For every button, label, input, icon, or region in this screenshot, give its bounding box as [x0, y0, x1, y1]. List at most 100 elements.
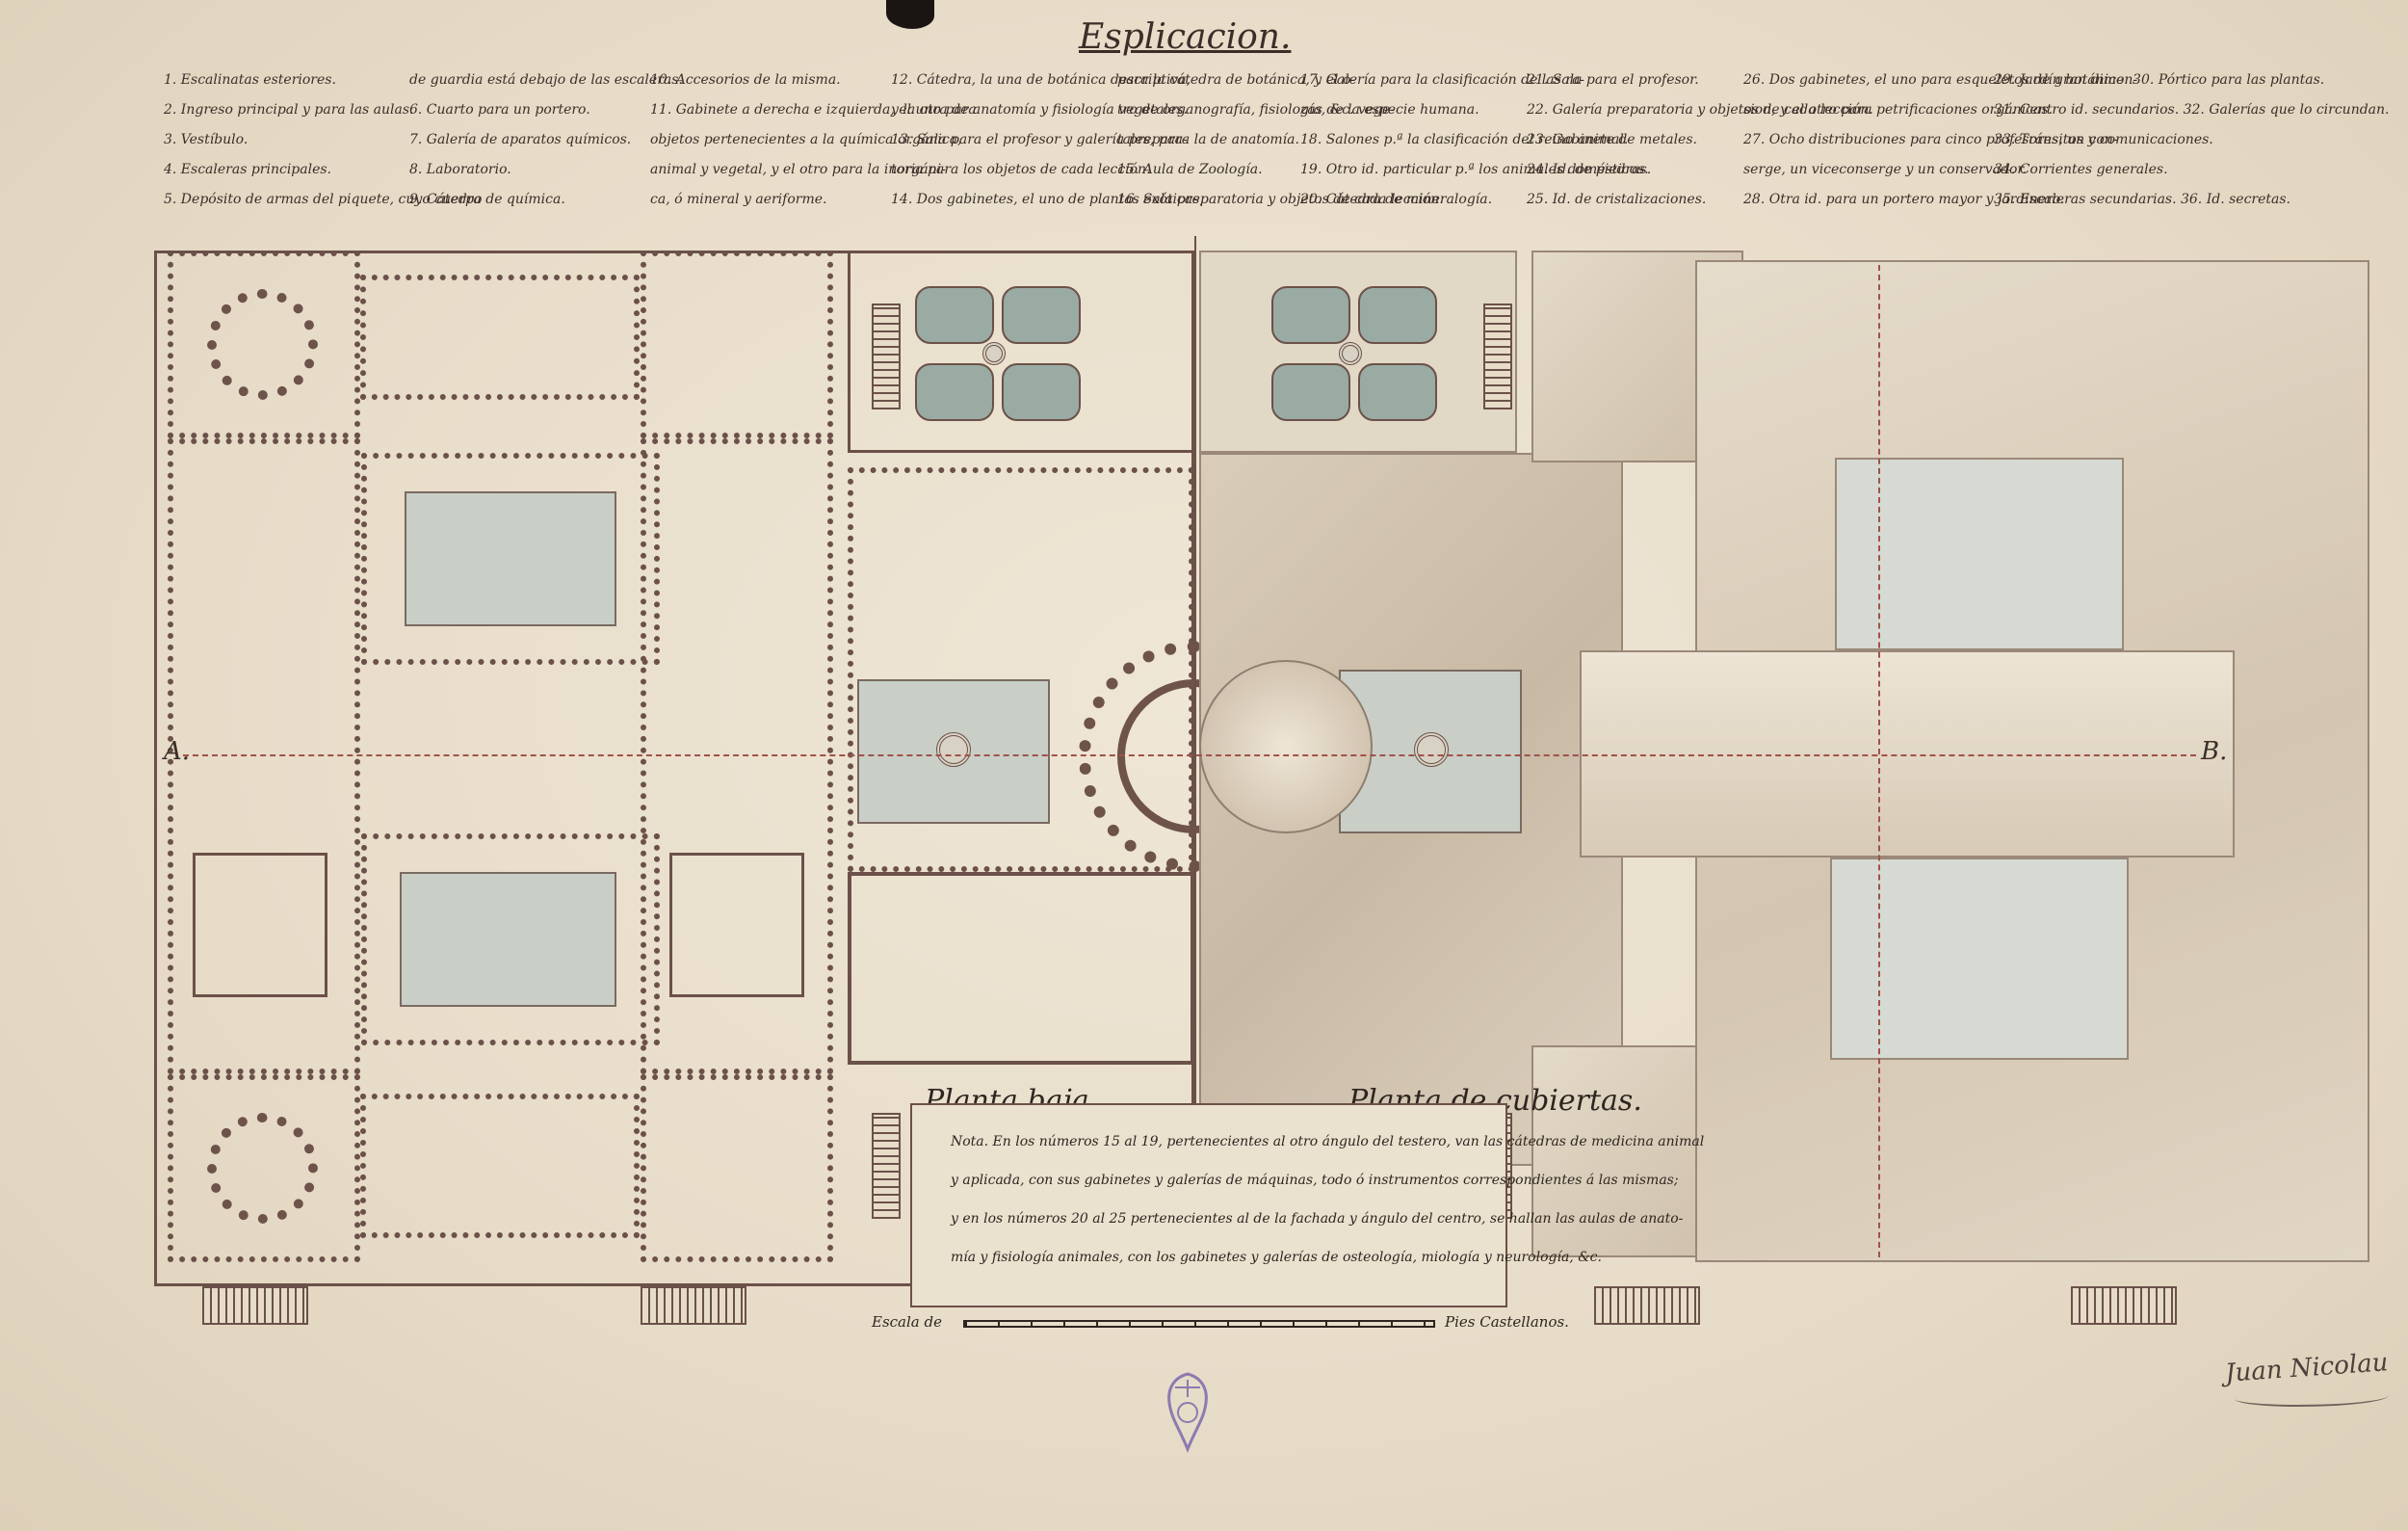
courtyard-lower-gallery	[361, 833, 660, 1045]
room-27-center	[669, 853, 804, 997]
garden-stairs	[872, 304, 901, 409]
north-wing-left	[360, 275, 640, 400]
roof-exterior-stairs-right	[1594, 1286, 1700, 1325]
scale-label-left: Escala de	[872, 1313, 942, 1331]
garden-fountain	[982, 342, 1006, 365]
roof-courtyard-lower	[1830, 858, 2129, 1060]
courtyard-upper	[405, 491, 616, 626]
signature-flourish	[2235, 1387, 2389, 1407]
garden-bed-4	[1002, 363, 1081, 421]
legend-entry: 12. Cátedra, la una de botánica descript…	[891, 72, 1191, 88]
roof-garden-bed-4	[1358, 363, 1437, 421]
note-line-3: y en los números 20 al 25 pertenecientes…	[951, 1211, 1684, 1227]
roof-dome	[1199, 660, 1373, 833]
courtyard-lower	[400, 872, 616, 1007]
crest-stamp	[1167, 1372, 1208, 1453]
corner-block-sw	[168, 1074, 360, 1262]
legend-entry: 34. Corrientes generales.	[1994, 162, 2168, 177]
roof-courtyard-upper	[1835, 458, 2124, 650]
legend-entry: 22. Galería preparatoria y objetos de ca…	[1527, 102, 1873, 118]
west-wing	[168, 438, 360, 1074]
legend-entry: 4. Escaleras principales.	[164, 162, 332, 177]
roof-garden-bed-1	[1271, 286, 1350, 344]
legend-entry: 17. Galería para la clasificación de las…	[1300, 72, 1585, 88]
garden-bed-2	[1002, 286, 1081, 344]
exterior-stairs-left	[202, 1286, 308, 1325]
garden-bed-1	[915, 286, 994, 344]
legend-entry: 3. Vestíbulo.	[164, 132, 249, 147]
axis-label-b: B.	[2201, 737, 2228, 766]
explanation-title: Esplicacion.	[1079, 17, 1292, 57]
legend-entry: 25. Id. de cristalizaciones.	[1527, 192, 1707, 207]
note-line-4: mía y fisiología animales, con los gabin…	[951, 1250, 1602, 1265]
rotunda-room-sw	[207, 1113, 318, 1224]
legend-entry: 18. Salones p.ª la clasificación del rei…	[1300, 132, 1629, 147]
garden-enclosure	[848, 251, 1194, 453]
south-block-center	[641, 1074, 833, 1262]
legend-entry: 9. Cátedra de química.	[409, 192, 565, 207]
room-27-west	[193, 853, 327, 997]
legend-entry: 26. Dos gabinetes, el uno para esqueleto…	[1743, 72, 2138, 88]
architectural-plan: A. B. Planta baja. Planta de cubiertas.	[154, 236, 2369, 1334]
roof-garden-bed-2	[1358, 286, 1437, 344]
torn-corner	[886, 0, 934, 29]
legend-entry: 35. Escaleras secundarias. 36. Id. secre…	[1994, 192, 2290, 207]
legend: 1. Escalinatas esteriores.2. Ingreso pri…	[164, 66, 2390, 220]
entrance-block	[848, 872, 1194, 1065]
legend-entry: 23. Gabinete de metales.	[1527, 132, 1697, 147]
legend-entry: 33. Tránsitos y comunicaciones.	[1994, 132, 2213, 147]
legend-entry: tro de organografía, fisiología, &c. veg…	[1117, 102, 1396, 118]
legend-entry: toria para los objetos de cada lección.	[891, 162, 1151, 177]
legend-entry: ca, ó mineral y aeriforme.	[650, 192, 827, 207]
legend-entry: sion, y el otro para petrificaciones org…	[1743, 102, 2054, 118]
legend-column: 29. Jardín botánico. 30. Pórtico para la…	[1994, 66, 2390, 215]
legend-entry: 7. Galería de aparatos químicos.	[409, 132, 632, 147]
roof-exterior-stairs-far-right	[2071, 1286, 2177, 1325]
legend-entry: 20. Cátedra de mineralogía.	[1300, 192, 1493, 207]
note-stairs	[872, 1113, 901, 1219]
legend-column: 1. Escalinatas esteriores.2. Ingreso pri…	[164, 66, 482, 215]
legend-column: 17. Galería para la clasificación de las…	[1300, 66, 1649, 215]
legend-entry: animal y vegetal, y el otro para la inor…	[650, 162, 946, 177]
legend-entry: y la otra de anatomía y fisiología veget…	[891, 102, 1188, 118]
legend-entry: 11. Gabinete a derecha e izquierda, el u…	[650, 102, 977, 118]
note-line-2: y aplicada, con sus gabinetes y galerías…	[951, 1173, 1679, 1188]
legend-entry: 13. Sala para el profesor y galería prep…	[891, 132, 1188, 147]
legend-entry: 8. Laboratorio.	[409, 162, 511, 177]
center-wing	[641, 438, 833, 1074]
roof-courtyard-fountain	[1414, 732, 1449, 767]
courtyard-upper-gallery	[361, 453, 660, 665]
legend-column: 26. Dos gabinetes, el uno para esqueleto…	[1743, 66, 2138, 215]
legend-column: para la cátedra de botánica, y el o-tro …	[1117, 66, 1444, 215]
legend-entry: 2. Ingreso principal y para las aulas.	[164, 102, 414, 118]
rotunda-room-nw	[207, 289, 318, 400]
courtyard-fountain	[936, 732, 971, 767]
legend-entry: para la cátedra de botánica, y el o-	[1117, 72, 1355, 88]
axis-label-a: A.	[164, 737, 191, 766]
legend-column: de guardia está debajo de las escaleras.…	[409, 66, 683, 215]
note-box: Nota. En los números 15 al 19, perteneci…	[910, 1103, 1704, 1307]
roof-garden-fountain	[1339, 342, 1362, 365]
legend-entry: zas de la especie humana.	[1300, 102, 1479, 118]
legend-entry: tales, para la de anatomía.	[1117, 132, 1299, 147]
scale-bar	[963, 1320, 1435, 1328]
center-division-line	[1194, 236, 1196, 1122]
legend-entry: de guardia está debajo de las escaleras.	[409, 72, 683, 88]
roof-stairs	[1483, 304, 1512, 409]
legend-entry: 6. Cuarto para un portero.	[409, 102, 590, 118]
legend-entry: 10. Accesorios de la misma.	[650, 72, 841, 88]
legend-entry: 14. Dos gabinetes, el uno de plantas exó…	[891, 192, 1204, 207]
legend-entry: objetos pertenecientes a la química orgá…	[650, 132, 962, 147]
south-wing-rooms	[360, 1094, 640, 1238]
legend-column: 10. Accesorios de la misma. 11. Gabinete …	[650, 66, 977, 215]
note-line-1: Nota. En los números 15 al 19, perteneci…	[951, 1134, 1705, 1149]
legend-entry: 19. Otro id. particular p.ª los animales…	[1300, 162, 1649, 177]
legend-entry: 24. Id. de piedras.	[1527, 162, 1652, 177]
legend-entry: 28. Otra id. para un portero mayor y jar…	[1743, 192, 2065, 207]
legend-entry: serge, un viceconserge y un conservador.	[1743, 162, 2027, 177]
legend-entry: 29. Jardín botánico. 30. Pórtico para la…	[1994, 72, 2325, 88]
signature: Juan Nicolau	[2224, 1348, 2390, 1388]
legend-entry: 15. Aula de Zoología.	[1117, 162, 1263, 177]
section-axis-a-b	[183, 754, 2196, 756]
